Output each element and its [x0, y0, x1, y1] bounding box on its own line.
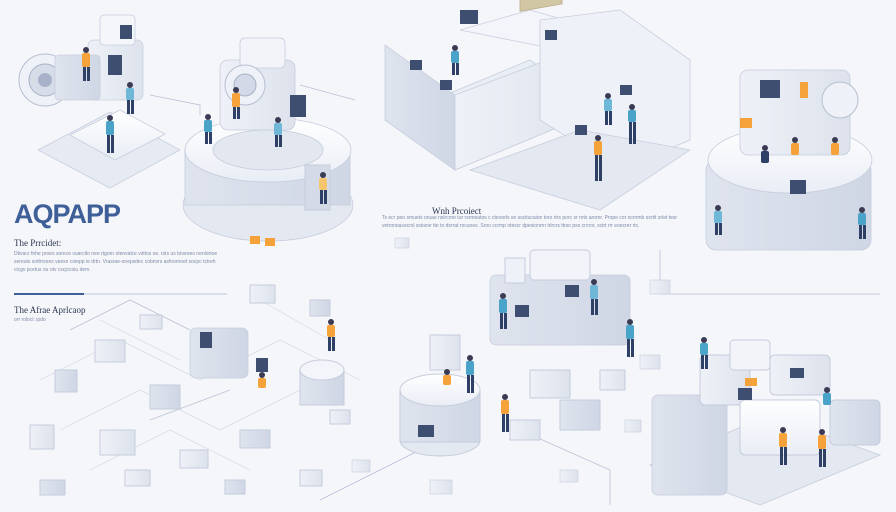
small-boxes	[351, 237, 671, 495]
app-logo: AQPAPP	[14, 199, 121, 229]
machine-topright	[705, 69, 873, 251]
left-panel-title: The Prrcidet:	[14, 238, 62, 248]
center-panel-title: Wnh Prcoiect	[432, 206, 482, 216]
connector-lines	[69, 84, 880, 505]
lab-cylinder-bottomcenter	[399, 334, 626, 457]
left-panel-small-text: orr rolocl: ipdo	[14, 317, 46, 323]
machine-scanner-topleft	[18, 14, 181, 189]
center-panel-body: Ts ecr peo smuets oruae nslrcrne tur rsr…	[382, 215, 678, 229]
lab-complex-bottomright	[648, 337, 882, 506]
lab-room-topcenter	[384, 0, 692, 211]
left-panel-body: Dtivacr fnhe proes sorece vuarctlo nee r…	[14, 251, 218, 273]
machine-cylinder-top	[182, 37, 354, 246]
scattered-devices-left	[29, 284, 361, 496]
workstation-center	[489, 249, 634, 357]
progress-bar	[14, 293, 227, 295]
left-panel-subtitle: The Afrae Aprlcaop	[14, 305, 86, 315]
progress-bar-fill	[14, 293, 85, 295]
